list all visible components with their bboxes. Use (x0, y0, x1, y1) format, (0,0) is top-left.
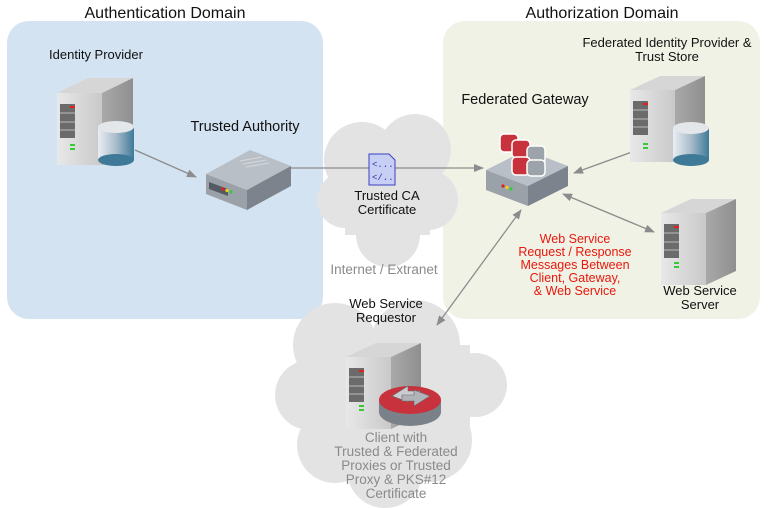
arrow-gateway-server (562, 193, 655, 233)
authorization-domain-title: Authorization Domain (525, 5, 679, 22)
messages-annotation: Web Service Request / Response Messages … (518, 232, 632, 298)
arrow-idp-to-authority (134, 149, 197, 178)
federated-gateway-label: Federated Gateway (461, 92, 589, 108)
arrow-fedidp-to-gateway (573, 151, 633, 174)
identity-provider-database-icon (98, 121, 134, 166)
identity-provider-label: Identity Provider (49, 47, 143, 62)
svg-text:</..: </.. (372, 173, 394, 183)
federated-gateway-icon (486, 133, 568, 206)
trusted-authority-label: Trusted Authority (190, 119, 300, 135)
proxy-router-icon (379, 385, 441, 426)
svg-text:<...: <... (372, 160, 394, 170)
federated-idp-label: Federated Identity Provider & Trust Stor… (582, 35, 752, 64)
client-label: Client with Trusted & Federated Proxies … (334, 430, 458, 501)
web-service-requestor-label: Web Service Requestor (349, 296, 423, 325)
trusted-ca-certificate-label: Trusted CA Certificate (354, 188, 420, 217)
trusted-authority-appliance-icon (206, 150, 291, 210)
arrow-gateway-client (436, 209, 522, 326)
web-service-server-icon (661, 199, 736, 285)
certificate-document-icon: <... </.. (368, 153, 396, 186)
web-service-server-label: Web Service Server (663, 283, 737, 312)
trust-store-database-icon (673, 122, 709, 166)
internet-extranet-label: Internet / Extranet (330, 262, 438, 277)
authentication-domain-title: Authentication Domain (84, 5, 246, 22)
